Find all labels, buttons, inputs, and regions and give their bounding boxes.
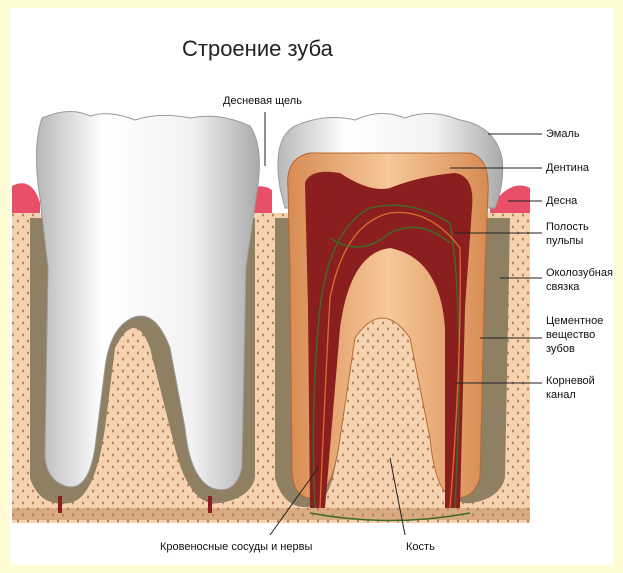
label-cementum: Цементное вещество зубов (546, 314, 603, 356)
diagram-canvas: Строение зуба Десневая щель Эмаль Дентин… (10, 8, 614, 565)
label-enamel: Эмаль (546, 127, 580, 141)
label-periodontal-ligament: Околозубная связка (546, 266, 613, 294)
label-vessels-nerves: Кровеносные сосуды и нервы (160, 540, 312, 554)
label-gum-groove: Десневая щель (223, 94, 302, 108)
label-gum: Десна (546, 194, 577, 208)
label-root-canal: Корневой канал (546, 374, 595, 402)
label-dentin: Дентина (546, 161, 589, 175)
tooth-structure-illustration (10, 8, 614, 565)
diagram-title: Строение зуба (182, 36, 333, 62)
label-pulp-cavity: Полость пульпы (546, 220, 589, 248)
label-bone: Кость (406, 540, 435, 554)
